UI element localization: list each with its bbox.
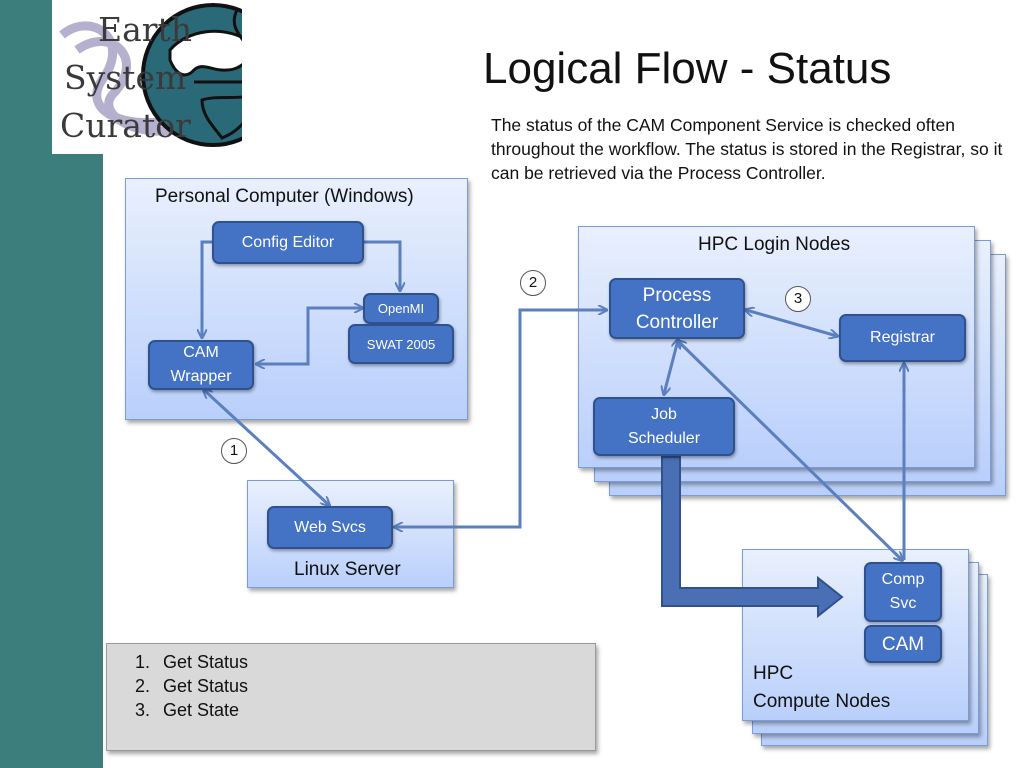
comp-svc-box: Comp Svc: [864, 562, 942, 622]
process-controller-box: Process Controller: [609, 278, 745, 339]
linux-server-label: Linux Server: [294, 559, 401, 580]
notes-item: Get Status: [155, 650, 595, 674]
arrow-controller-registrar: [746, 310, 837, 336]
notes-item: Get Status: [155, 674, 595, 698]
arrow-openmi-wrapper: [257, 308, 362, 364]
logo-swoosh: [59, 21, 189, 136]
cam-box: CAM: [864, 625, 942, 663]
hpc-compute-label-line2: Compute Nodes: [753, 691, 891, 712]
logo-word-system: System: [64, 58, 187, 97]
hpc-compute-label-line1: HPC: [753, 663, 794, 684]
registrar-box: Registrar: [839, 314, 966, 362]
personal-computer-label: Personal Computer (Windows): [155, 186, 414, 207]
step-1-marker: 1: [221, 438, 247, 464]
job-scheduler-box: Job Scheduler: [593, 397, 735, 456]
notes-box: Get Status Get Status Get State: [106, 643, 596, 751]
logo-word-earth: Earth: [98, 10, 193, 49]
arrow-config-to-wrapper: [202, 240, 212, 337]
arrow-config-to-openmi: [364, 240, 400, 290]
logo-word-curator: Curator: [60, 106, 191, 145]
hpc-login-label: HPC Login Nodes: [698, 234, 851, 255]
arrow-websvcs-controller: [395, 310, 606, 527]
arrow-scheduler-to-compute: [661, 456, 844, 619]
cam-wrapper-box: CAM Wrapper: [148, 340, 254, 390]
arrow-controller-compsvc: [678, 341, 902, 560]
arrow-controller-scheduler: [664, 340, 678, 394]
web-svcs-box: Web Svcs: [267, 506, 393, 549]
globe-icon: [141, 3, 242, 147]
step-2-marker: 2: [520, 270, 546, 296]
logo-graphic: [59, 3, 242, 147]
openmi-box: OpenMI: [363, 293, 439, 324]
description-text: The status of the CAM Component Service …: [491, 115, 1003, 183]
swat-box: SWAT 2005: [348, 324, 454, 364]
notes-list: Get Status Get Status Get State: [107, 650, 595, 722]
step-3-marker: 3: [785, 286, 811, 312]
earth-system-curator-logo: Earth System Curator: [52, 0, 242, 154]
config-editor-box: Config Editor: [212, 221, 364, 264]
notes-item: Get State: [155, 698, 595, 722]
page-title: Logical Flow - Status: [483, 44, 892, 93]
arrow-wrapper-websvcs: [204, 390, 329, 505]
